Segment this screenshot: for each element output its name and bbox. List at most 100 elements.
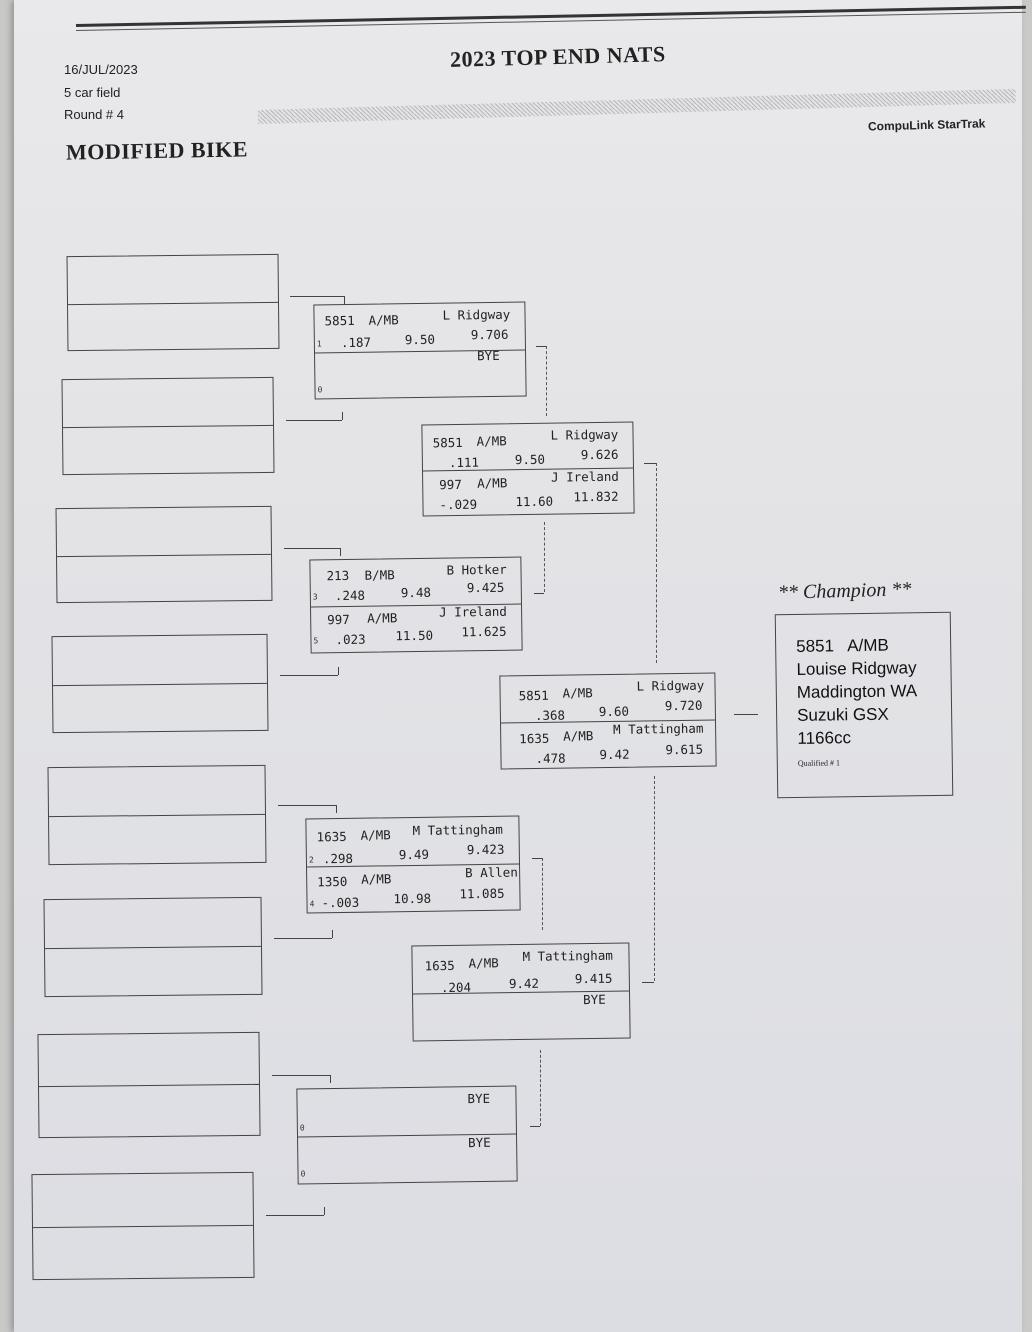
racer-name: B Hotker [446, 561, 507, 578]
champion-engine: 1166cc [797, 728, 852, 748]
seed-number: 0 [317, 385, 323, 395]
car-class: B/MB [364, 567, 395, 583]
bye-label: BYE [467, 1090, 491, 1107]
racer-name: B Allen [465, 864, 518, 881]
reaction-time: .478 [535, 750, 566, 767]
bye-label: BYE [468, 1134, 491, 1151]
champion-box: 5851 A/MB Louise Ridgway Maddington WA S… [774, 611, 954, 799]
car-class: A/MB [468, 955, 499, 971]
elapsed-time: 9.615 [665, 741, 704, 758]
round-number: Round # 4 [64, 107, 124, 122]
event-date: 16/JUL/2023 [64, 62, 138, 77]
elapsed-time: 11.625 [461, 623, 507, 640]
elapsed-time: 9.626 [580, 446, 619, 463]
car-number: 5851 [432, 434, 463, 451]
car-number: 997 [327, 611, 350, 628]
dial-in: 11.50 [395, 627, 434, 644]
racer-name: J Ireland [551, 468, 619, 485]
bye-label: BYE [476, 347, 500, 364]
empty-slot-6 [43, 896, 263, 998]
reaction-time: -.029 [439, 496, 478, 513]
dial-in: 9.49 [398, 846, 430, 863]
dial-in: 11.60 [515, 493, 554, 510]
reaction-time: .298 [322, 850, 354, 867]
connector [340, 548, 341, 556]
car-number: 5851 [324, 312, 355, 329]
elapsed-time: 9.425 [466, 579, 505, 596]
car-number: 213 [326, 567, 350, 584]
seed-number: 0 [300, 1169, 306, 1179]
reaction-time: .023 [335, 631, 366, 648]
connector [342, 412, 343, 420]
car-number: 1635 [424, 957, 455, 974]
racer-name: M Tattingham [522, 947, 613, 964]
dial-in: 9.60 [598, 703, 630, 720]
reaction-time: .248 [334, 587, 366, 604]
elapsed-time: 9.415 [574, 970, 613, 987]
software-label: CompuLink StarTrak [867, 116, 986, 134]
seed-number: 4 [309, 899, 315, 909]
champion-car-class: 5851 A/MB [796, 635, 889, 656]
empty-slot-4 [51, 633, 269, 734]
connector-dashed [656, 463, 657, 663]
match-r2-b: 1635 A/MB M Tattingham .204 9.42 9.415 B… [411, 942, 631, 1042]
connector-dashed [544, 522, 545, 592]
dial-in: 9.42 [599, 746, 630, 763]
connector [332, 930, 333, 938]
seed-number: 2 [308, 855, 314, 865]
connector [280, 675, 338, 676]
car-class: A/MB [477, 475, 508, 491]
seed-number: 3 [312, 592, 318, 602]
match-r1-a: 5851 A/MB L Ridgway 1 .187 9.50 9.706 BY… [313, 301, 527, 400]
match-final: 5851 A/MB L Ridgway .368 9.60 9.720 1635… [499, 672, 717, 770]
connector [536, 346, 546, 347]
champion-bike: Suzuki GSX [797, 704, 889, 725]
dial-in: 10.98 [393, 890, 432, 907]
dial-in: 9.50 [404, 331, 436, 348]
elapsed-time: 9.423 [466, 841, 505, 858]
champion-location: Maddington WA [796, 681, 918, 702]
bracket-sheet: 16/JUL/2023 5 car field Round # 4 2023 T… [14, 0, 1026, 1332]
connector [330, 1075, 331, 1083]
connector [290, 296, 344, 297]
car-number: 1635 [519, 730, 550, 747]
racer-name: L Ridgway [442, 306, 511, 323]
connector-dashed [542, 858, 543, 930]
racer-name: J Ireland [438, 603, 507, 620]
elapsed-time: 9.706 [470, 326, 509, 343]
match-r2-a: 5851 A/MB L Ridgway .111 9.50 9.626 997 … [421, 421, 635, 517]
car-class: A/MB [368, 312, 399, 328]
car-number: 1350 [317, 873, 348, 890]
car-class: A/MB [476, 433, 507, 449]
match-r1-d: BYE 0 BYE 0 [296, 1085, 518, 1185]
elapsed-time: 11.832 [573, 488, 619, 505]
class-title: MODIFIED BIKE [65, 136, 249, 165]
reaction-time: .111 [448, 454, 480, 471]
match-r1-b: 213 B/MB B Hotker 3 .248 9.48 9.425 997 … [309, 556, 523, 654]
champion-qualified: Qualified # 1 [797, 758, 841, 768]
connector [338, 667, 339, 675]
connector [266, 1215, 324, 1216]
dial-in: 9.50 [514, 451, 546, 468]
field-size: 5 car field [64, 85, 121, 100]
car-class: A/MB [360, 827, 391, 843]
car-number: 5851 [518, 687, 549, 704]
connector [284, 548, 340, 549]
reaction-time: .368 [534, 707, 566, 724]
empty-slot-3 [55, 505, 273, 604]
connector [642, 982, 654, 983]
connector [272, 1075, 330, 1076]
racer-name: L Ridgway [636, 677, 705, 694]
car-number: 997 [439, 476, 462, 493]
bye-label: BYE [583, 991, 606, 1008]
reaction-time: -.003 [321, 894, 360, 911]
empty-slot-1 [66, 253, 280, 352]
connector [324, 1207, 325, 1215]
elapsed-time: 9.720 [664, 697, 703, 714]
connector [274, 938, 332, 939]
connector [530, 1126, 540, 1127]
match-r1-c: 1635 A/MB M Tattingham 2 .298 9.49 9.423… [305, 815, 521, 914]
reaction-time: .204 [440, 979, 472, 996]
racer-name: M Tattingham [412, 821, 503, 839]
connector [286, 420, 342, 421]
